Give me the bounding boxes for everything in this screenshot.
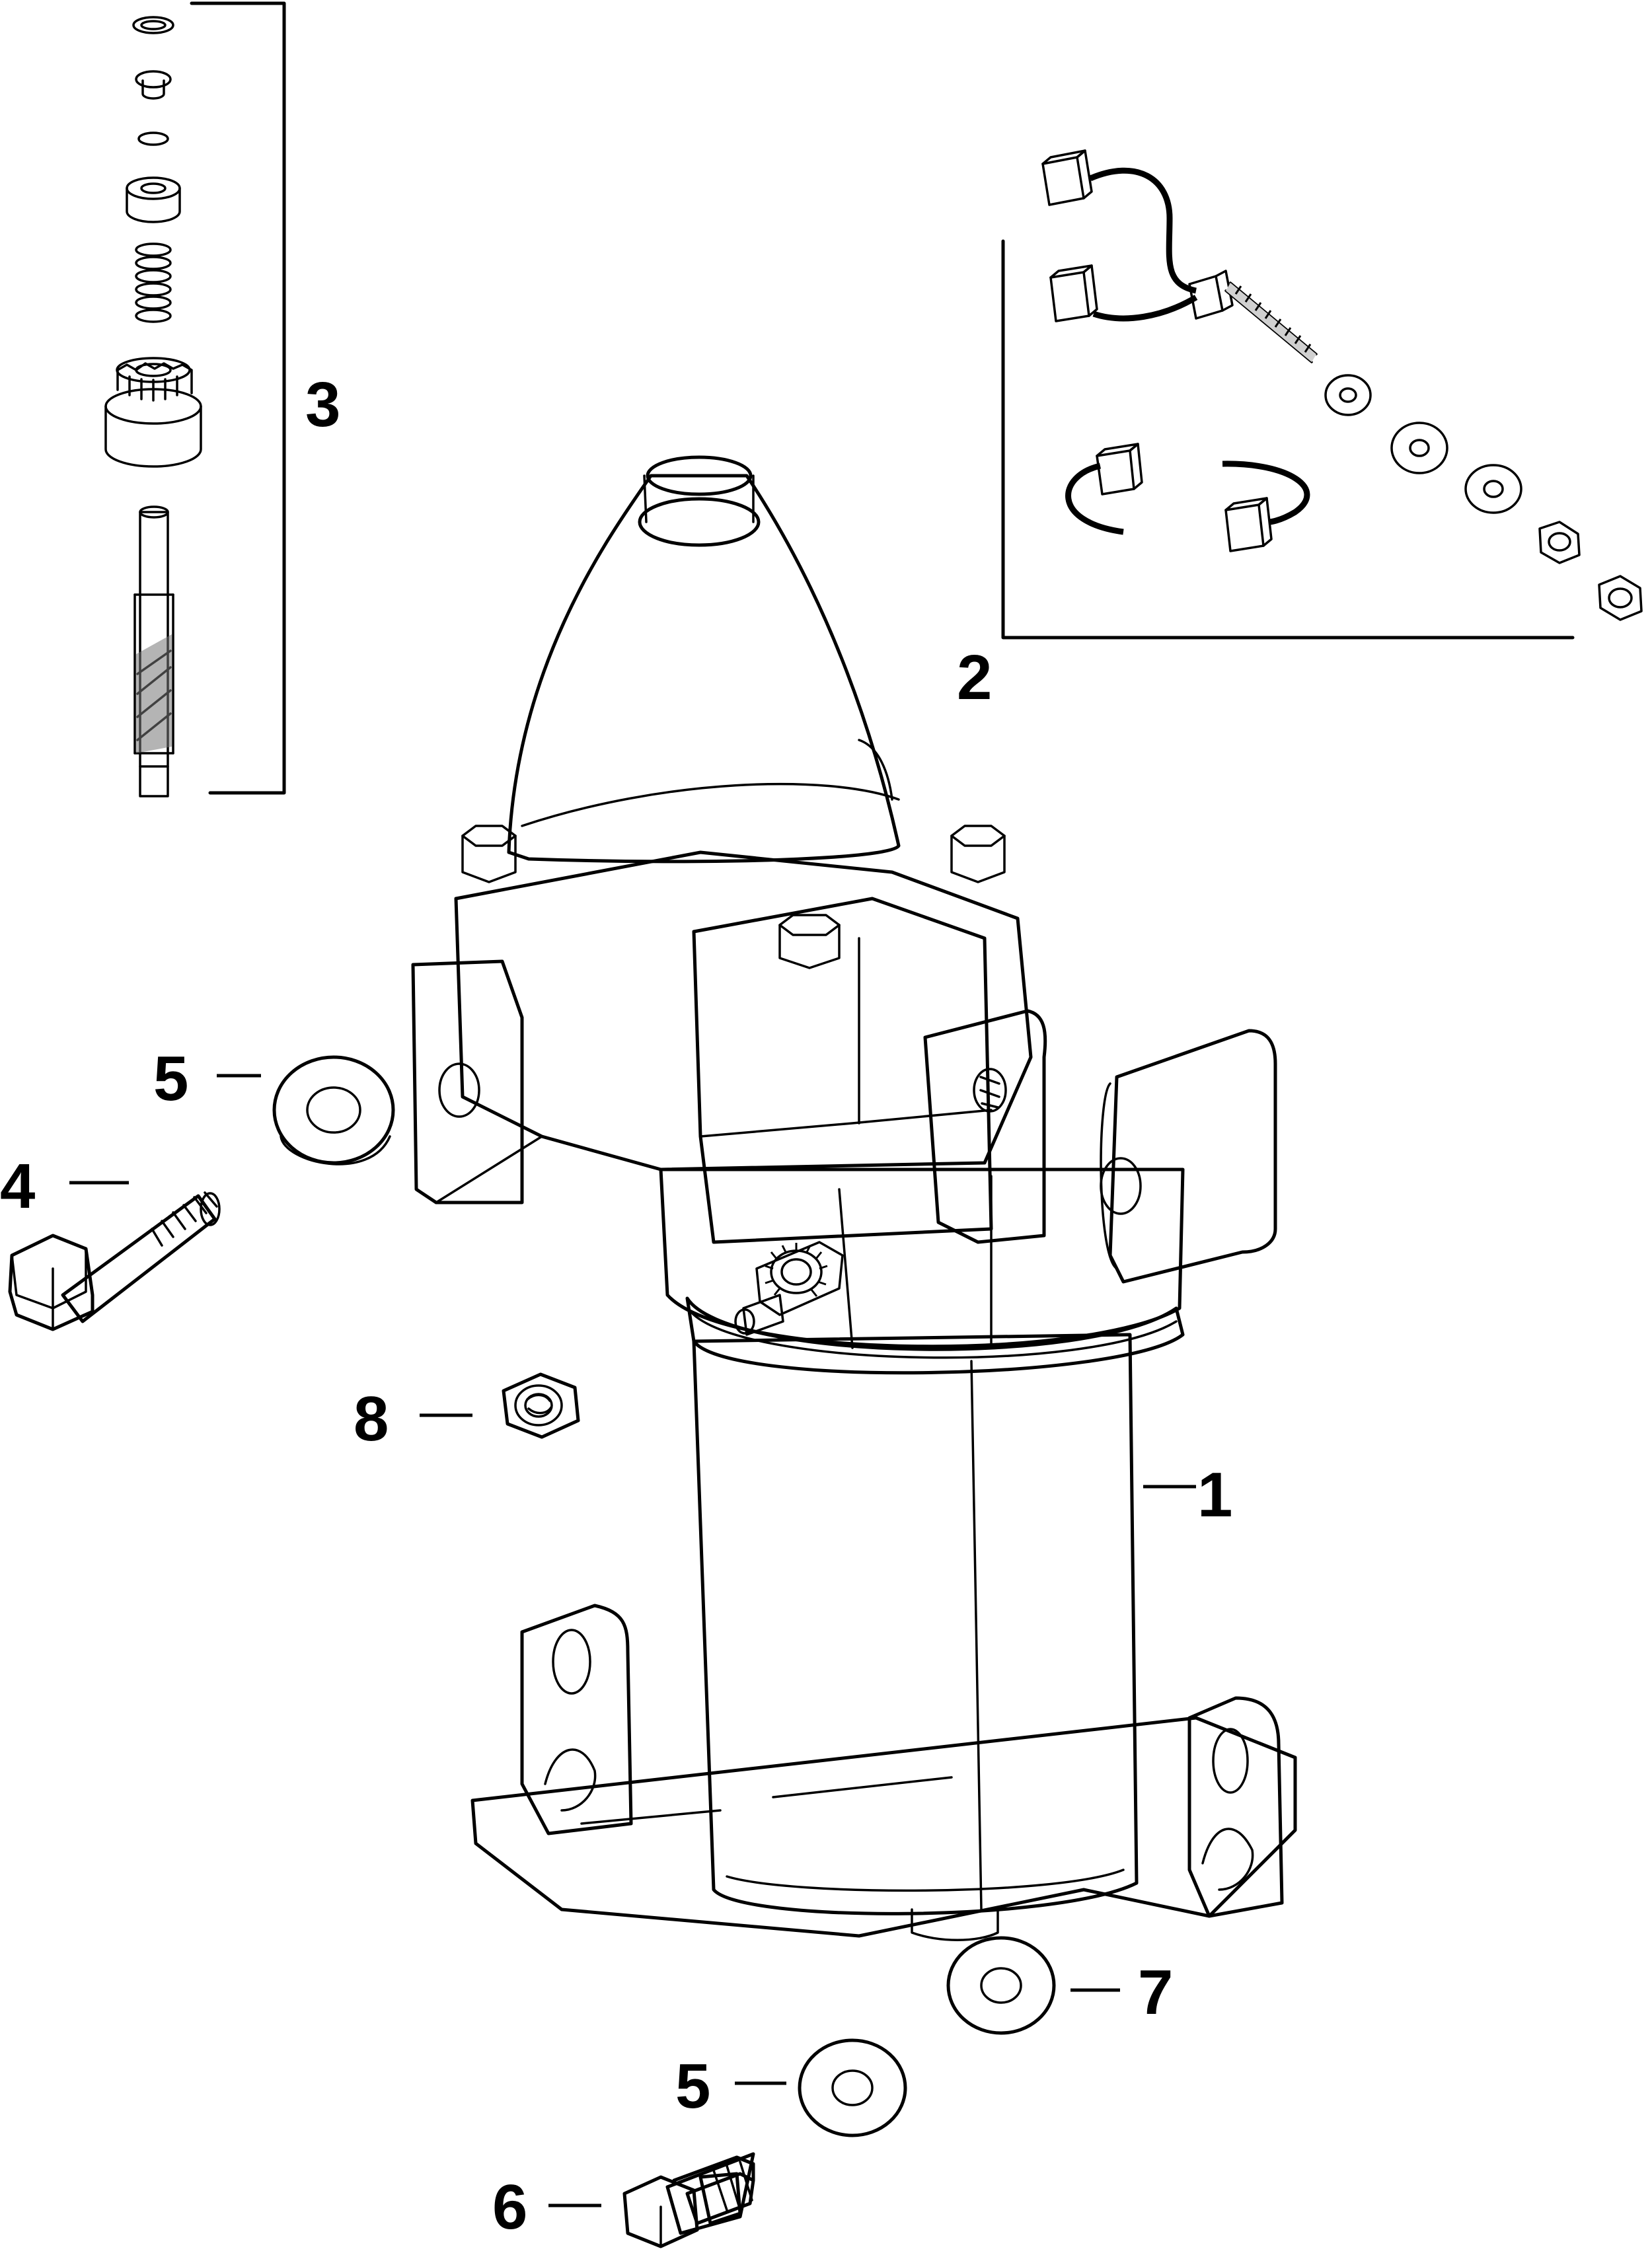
mounting-base-plate (470, 1604, 1297, 1938)
through-bolt-head (461, 825, 517, 883)
motor-housing (692, 1333, 1139, 1941)
callout-4: 4 (0, 1151, 35, 1222)
pinion-gear (104, 357, 202, 468)
callout-8: 8 (354, 1384, 389, 1454)
brush-lead-wire (1092, 295, 1198, 322)
positive-terminal-stud (734, 1241, 844, 1336)
insulating-washer (1390, 422, 1448, 474)
spring (135, 242, 172, 323)
drive-assembly-part-3 (104, 1, 286, 797)
o-ring (137, 131, 169, 146)
retaining-ring (132, 16, 174, 34)
through-bolt-head (778, 914, 841, 969)
brush (1049, 264, 1098, 322)
washer-part-5-lower (798, 2038, 907, 2137)
bolt-part-4 (8, 1191, 221, 1331)
terminal-stud (1188, 270, 1318, 363)
washer-part-5-upper (272, 1055, 395, 1166)
callout-3: 3 (305, 369, 340, 440)
flat-washer (1464, 464, 1522, 514)
through-bolt-head (950, 825, 1006, 883)
brush (1041, 149, 1093, 206)
callout-5-lower: 5 (675, 2051, 710, 2122)
part-3-bracket (190, 1, 286, 795)
brush-kit-part-2 (1001, 149, 1643, 640)
callout-6: 6 (492, 2172, 527, 2242)
bolt-part-6 (622, 2152, 755, 2248)
brush-lead-wire (1222, 461, 1310, 525)
hex-nut (1538, 521, 1581, 564)
callout-7: 7 (1138, 1957, 1173, 2028)
washer-part-7 (946, 1936, 1056, 2035)
gear-housing (659, 1167, 1185, 1349)
brush-lead-wire (1065, 463, 1124, 535)
part-2-bracket (1001, 239, 1575, 640)
drive-shaft (133, 505, 174, 797)
insulating-washer (1324, 374, 1372, 416)
collar (126, 176, 181, 223)
nut-part-8 (502, 1372, 580, 1439)
upper-mounting-block (411, 850, 1277, 1284)
hex-nut (1598, 575, 1643, 621)
starter-motor-part-1 (411, 455, 1297, 1941)
callout-2: 2 (957, 642, 992, 713)
nose-cone (507, 455, 901, 864)
brush (1224, 497, 1273, 552)
callout-5-upper: 5 (153, 1043, 188, 1114)
brush (1096, 443, 1143, 496)
callout-1: 1 (1197, 1460, 1232, 1530)
stop-collar (135, 70, 172, 100)
brush-lead-wire (1089, 167, 1197, 294)
